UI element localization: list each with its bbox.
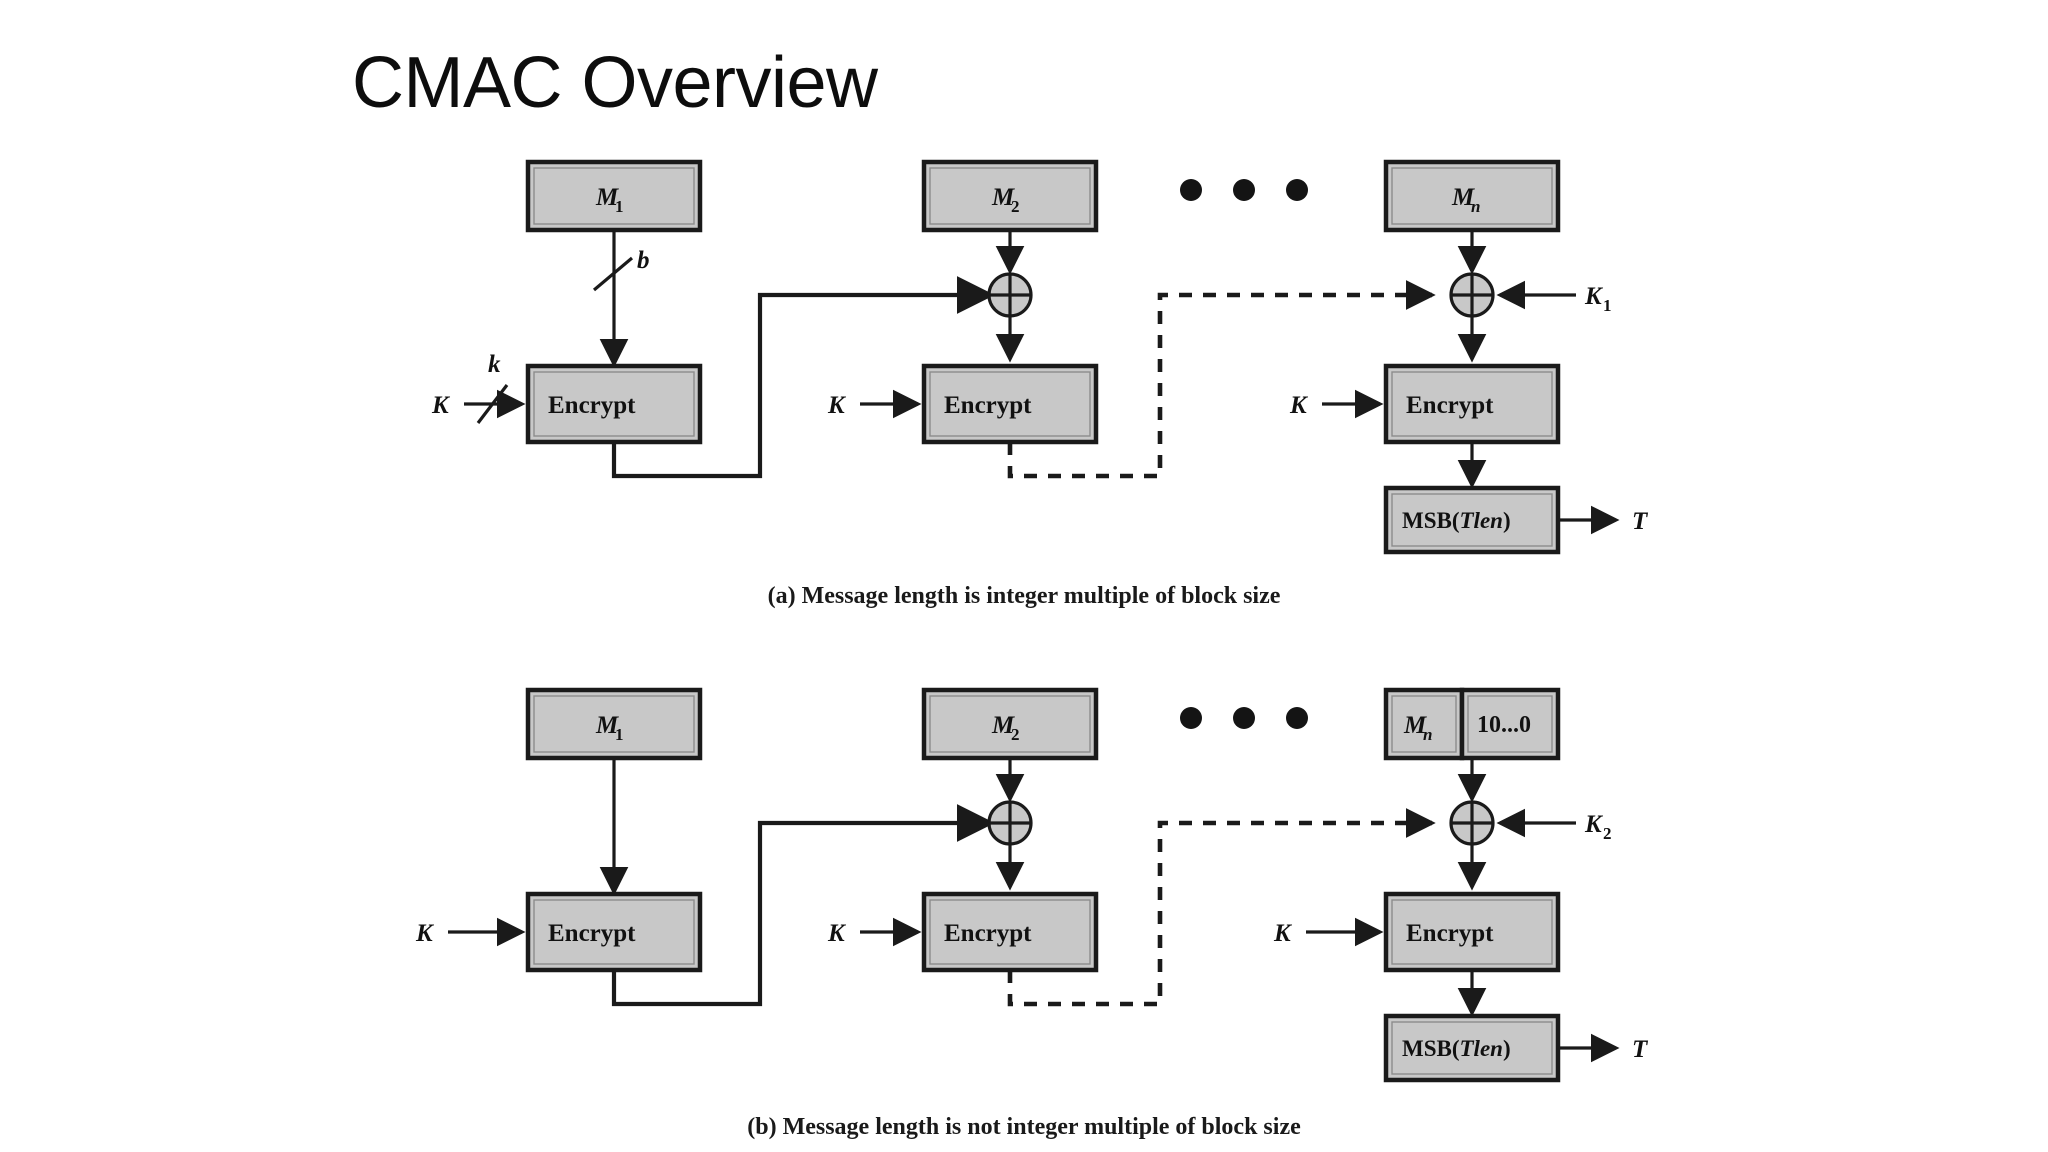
key-label-2-a: K xyxy=(827,392,847,419)
block-mn-padded-b: M n 10...0 xyxy=(1383,687,1561,761)
subkey-label-b: K xyxy=(1584,811,1604,838)
key-label-n-b: K xyxy=(1273,920,1293,947)
block-padding-b-label: 10...0 xyxy=(1477,712,1531,738)
block-msb-a: MSB(Tlen) xyxy=(1383,485,1561,555)
block-mn-a: M n xyxy=(1383,159,1561,233)
figure-b: M 1 Encrypt K M 2 xyxy=(415,687,1649,1140)
block-msb-b-label: MSB(Tlen) xyxy=(1402,1036,1511,1061)
block-encrypt1-b: Encrypt xyxy=(525,891,703,973)
subkey-label-a: K xyxy=(1584,283,1604,310)
wire-feedback1-a xyxy=(611,276,995,479)
block-m2-a-subscript: 2 xyxy=(1011,197,1020,216)
block-m1-b-subscript: 1 xyxy=(615,725,624,744)
key-label-2-b: K xyxy=(827,920,847,947)
block-encrypt2-b-label: Encrypt xyxy=(944,920,1032,947)
block-mn-b-subscript: n xyxy=(1423,725,1432,744)
xor-gate-2-b xyxy=(987,800,1033,846)
block-m2-a-label: M xyxy=(991,184,1015,211)
key-label-1-a: K xyxy=(431,392,451,419)
ellipsis-dots-b xyxy=(1180,707,1308,729)
block-msb-a-label: MSB(Tlen) xyxy=(1402,508,1511,533)
block-m2-b: M 2 xyxy=(921,687,1099,761)
block-m2-b-label: M xyxy=(991,712,1015,739)
figure-b-caption: (b) Message length is not integer multip… xyxy=(747,1114,1301,1140)
output-label-a: T xyxy=(1632,508,1649,535)
ellipsis-dots-a xyxy=(1180,179,1308,201)
subkey-subscript-b: 2 xyxy=(1603,824,1612,843)
page-title: CMAC Overview xyxy=(352,43,878,123)
block-m2-a: M 2 xyxy=(921,159,1099,233)
block-encryptn-a: Encrypt xyxy=(1383,363,1561,445)
xor-gate-n-a xyxy=(1449,272,1495,318)
wire-feedback1-b xyxy=(611,804,995,1007)
block-m1-a-label: M xyxy=(595,184,619,211)
bitwidth-label-b-a: b xyxy=(637,247,650,274)
block-m1-b-label: M xyxy=(595,712,619,739)
block-m2-b-subscript: 2 xyxy=(1011,725,1020,744)
figure-a: M 1 b Encrypt K k xyxy=(431,159,1649,609)
subkey-subscript-a: 1 xyxy=(1603,296,1612,315)
key-label-n-a: K xyxy=(1289,392,1309,419)
block-mn-b-label: M xyxy=(1403,712,1427,739)
block-m1-a: M 1 xyxy=(525,159,703,233)
block-msb-b: MSB(Tlen) xyxy=(1383,1013,1561,1083)
key-label-1-b: K xyxy=(415,920,435,947)
block-encrypt2-a-label: Encrypt xyxy=(944,392,1032,419)
block-encrypt1-b-label: Encrypt xyxy=(548,920,636,947)
block-encrypt2-b: Encrypt xyxy=(921,891,1099,973)
output-label-b: T xyxy=(1632,1036,1649,1063)
block-encrypt1-a: Encrypt xyxy=(525,363,703,445)
bitwidth-slash-k-a xyxy=(476,384,509,424)
block-mn-a-label: M xyxy=(1451,184,1475,211)
xor-gate-2-a xyxy=(987,272,1033,318)
block-encrypt2-a: Encrypt xyxy=(921,363,1099,445)
xor-gate-n-b xyxy=(1449,800,1495,846)
bitwidth-slash-b-a xyxy=(592,256,634,292)
block-encryptn-b: Encrypt xyxy=(1383,891,1561,973)
bitwidth-label-k-a: k xyxy=(488,351,501,378)
block-encryptn-a-label: Encrypt xyxy=(1406,392,1494,419)
cmac-diagram-svg: M 1 b Encrypt K k xyxy=(415,159,1649,1140)
block-m1-a-subscript: 1 xyxy=(615,197,624,216)
block-encrypt1-a-label: Encrypt xyxy=(548,392,636,419)
cmac-figure-area: M 1 b Encrypt K k xyxy=(0,140,2048,1150)
block-encryptn-b-label: Encrypt xyxy=(1406,920,1494,947)
figure-a-caption: (a) Message length is integer multiple o… xyxy=(768,583,1281,609)
block-mn-a-subscript: n xyxy=(1471,197,1480,216)
block-m1-b: M 1 xyxy=(525,687,703,761)
